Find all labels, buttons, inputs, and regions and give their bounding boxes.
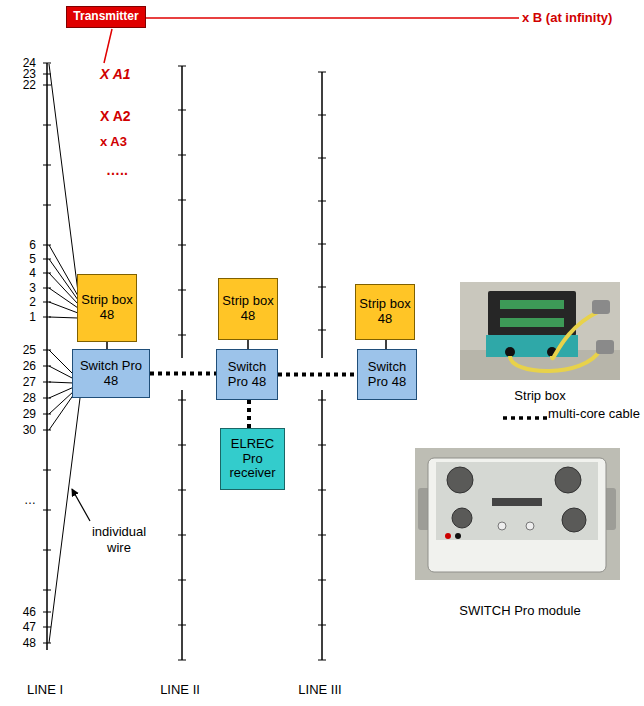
strip-box: Strip box 48 [77, 274, 137, 342]
electrode-number: 3 [2, 280, 36, 296]
cable-connector [592, 300, 610, 314]
switch-box: Switch Pro 48 [216, 349, 278, 400]
strip-box: Strip box 48 [355, 284, 415, 340]
electrode-number: 25 [2, 342, 36, 358]
connector [247, 340, 249, 349]
electrode-label: X A1 [100, 66, 131, 82]
connector [447, 467, 473, 493]
box-text: Switch Pro 48 [76, 359, 146, 389]
electrode-number: 30 [2, 422, 36, 438]
jack [445, 533, 451, 539]
box-text: Strip box 48 [359, 297, 411, 327]
cable-connector [596, 340, 614, 354]
box-text: Transmitter [73, 10, 138, 24]
multi-core-cable [278, 373, 357, 377]
electrode-label: x B (at infinity) [522, 10, 612, 26]
receiver-box: ELREC Pro receiver [220, 428, 285, 490]
switch-case [428, 458, 606, 572]
strip-box-lid [488, 291, 576, 336]
ellipsis: ….. [106, 162, 128, 178]
connector [555, 467, 581, 493]
yellow-cable [510, 312, 600, 371]
box-text: Strip box 48 [81, 293, 133, 323]
electrode-ticks [318, 72, 326, 660]
box-text: ELREC Pro receiver [224, 437, 281, 482]
survey-line [46, 63, 48, 650]
electrode-number: 48 [2, 635, 36, 651]
cable-gland [505, 347, 515, 357]
connector [385, 340, 387, 349]
connector [452, 508, 472, 528]
button [526, 522, 534, 530]
current-wire [104, 29, 112, 63]
electrode-number: 26 [2, 358, 36, 374]
electrode-number: 28 [2, 390, 36, 406]
electrode-number: 2 [2, 294, 36, 310]
box-text: Switch Pro 48 [361, 360, 413, 390]
connector [106, 342, 108, 349]
current-wire [100, 17, 519, 19]
electrode-number: 1 [2, 309, 36, 325]
photo-caption: SWITCH Pro module [430, 603, 610, 619]
jack [455, 533, 461, 539]
electrode-number: 29 [2, 406, 36, 422]
legend-text: multi-core cable [548, 406, 640, 422]
electrode-number: 5 [2, 251, 36, 267]
electrode-number: … [2, 492, 36, 508]
electrode-number: 46 [2, 604, 36, 620]
terminal-strip [500, 300, 564, 309]
photo-caption: Strip box [500, 388, 580, 404]
legend-entry: multi-core cable [548, 406, 640, 422]
legend-sample [503, 416, 547, 420]
display [492, 498, 542, 506]
callout-arrow [72, 489, 90, 521]
transmitter-box: Transmitter [66, 6, 146, 28]
switch-box: Switch Pro 48 [357, 349, 417, 400]
line-label: LINE I [10, 682, 80, 698]
terminal-strip [500, 318, 564, 327]
electrode-label: X A2 [100, 108, 131, 124]
box-text: Strip box 48 [222, 294, 274, 324]
electrode-number: 27 [2, 374, 36, 390]
electrode-number: 22 [2, 77, 36, 93]
electrode-ticks [43, 63, 51, 643]
electrode-number: 6 [2, 237, 36, 253]
multi-core-cable [247, 400, 251, 428]
photo-ground [460, 282, 620, 380]
callout-label: individual wire [84, 524, 154, 556]
survey-line [321, 72, 323, 660]
box-text: Switch Pro 48 [220, 360, 274, 390]
electrode-number: 47 [2, 619, 36, 635]
electrode-ticks [178, 66, 186, 660]
line-label: LINE III [285, 682, 355, 698]
button [498, 522, 506, 530]
multi-core-cable [150, 372, 216, 376]
electrode-number: 4 [2, 265, 36, 281]
photo-ground [415, 448, 620, 580]
strip-box: Strip box 48 [218, 278, 278, 340]
switch-box: Switch Pro 48 [72, 349, 150, 398]
line-label: LINE II [145, 682, 215, 698]
connector [562, 508, 586, 532]
electrode-label: x A3 [100, 134, 127, 150]
switch-panel [436, 462, 598, 540]
